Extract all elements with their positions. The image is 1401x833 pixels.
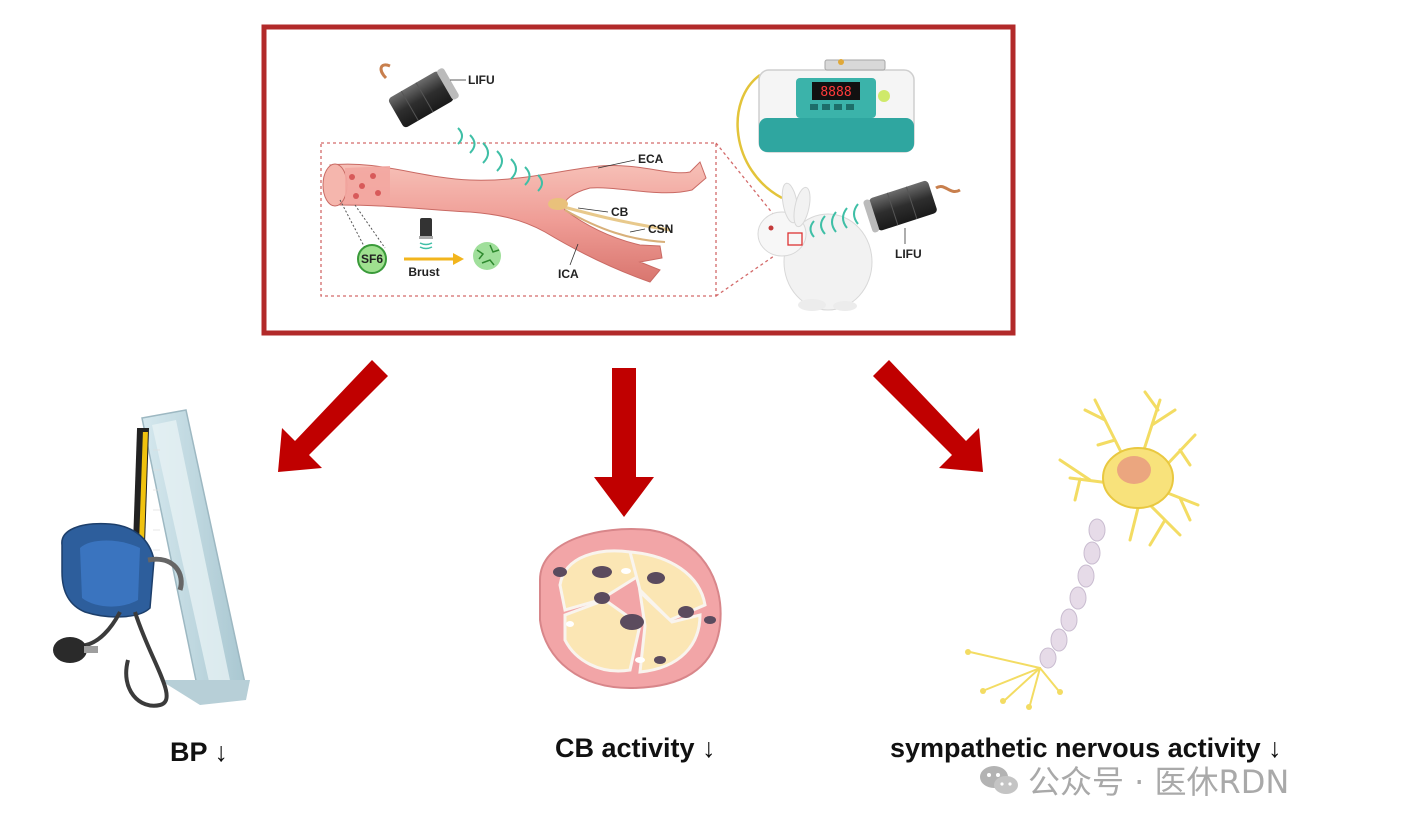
outcome-cb-activity-text: CB activity xyxy=(555,733,695,763)
neuron-illustration xyxy=(965,390,1200,710)
arrow-to-sna xyxy=(873,360,983,472)
carotid-artery xyxy=(322,161,707,283)
magnify-line-2 xyxy=(354,204,386,249)
outcome-bp-text: BP xyxy=(170,737,208,767)
inset-box xyxy=(320,142,717,297)
lifu-label-left: LIFU xyxy=(468,73,495,87)
top-panel-frame xyxy=(261,24,1016,336)
axon-myelin xyxy=(1039,518,1106,669)
outcome-sna-text: sympathetic nervous activity xyxy=(890,733,1261,763)
arrow-to-cb xyxy=(594,368,654,517)
lifu-label-right: LIFU xyxy=(895,247,922,261)
watermark: 公众号 · 医休RDN xyxy=(978,757,1289,803)
carotid-body-illustration xyxy=(539,528,722,690)
label-cb: CB xyxy=(611,205,629,219)
mini-transducer-icon xyxy=(419,218,433,250)
ultrasound-waves-left xyxy=(457,127,543,192)
sf6-microbubble xyxy=(357,244,387,274)
outcome-bp: BP ↓ xyxy=(170,737,228,768)
watermark-text: 公众号 · 医休RDN xyxy=(1028,763,1290,801)
burst-arrow-head xyxy=(453,253,464,265)
down-arrow-icon: ↓ xyxy=(702,733,716,763)
arrow-to-bp xyxy=(278,360,388,472)
outcome-cb-activity: CB activity ↓ xyxy=(555,733,716,764)
ruptured-bubble-icon xyxy=(473,242,501,270)
wechat-icon xyxy=(980,766,1018,794)
magnify-line-1 xyxy=(339,199,366,249)
down-arrow-icon: ↓ xyxy=(1268,733,1282,763)
outcome-sympathetic-nervous-activity: sympathetic nervous activity ↓ xyxy=(890,733,1282,764)
rabbit-illustration xyxy=(757,182,873,311)
ultrasound-generator: 8888 xyxy=(736,59,915,200)
lifu-transducer-right xyxy=(863,180,961,233)
lifu-transducer-left xyxy=(379,63,459,128)
ultrasound-waves-right xyxy=(809,203,859,238)
burst-label: Brust xyxy=(408,265,439,279)
down-arrow-icon: ↓ xyxy=(214,737,229,767)
svg-text:8888: 8888 xyxy=(820,85,851,100)
label-csn: CSN xyxy=(648,222,673,236)
label-ica: ICA xyxy=(558,267,579,281)
sphygmomanometer-illustration xyxy=(53,409,250,708)
label-eca: ECA xyxy=(638,152,664,166)
sf6-label: SF6 xyxy=(361,252,383,266)
